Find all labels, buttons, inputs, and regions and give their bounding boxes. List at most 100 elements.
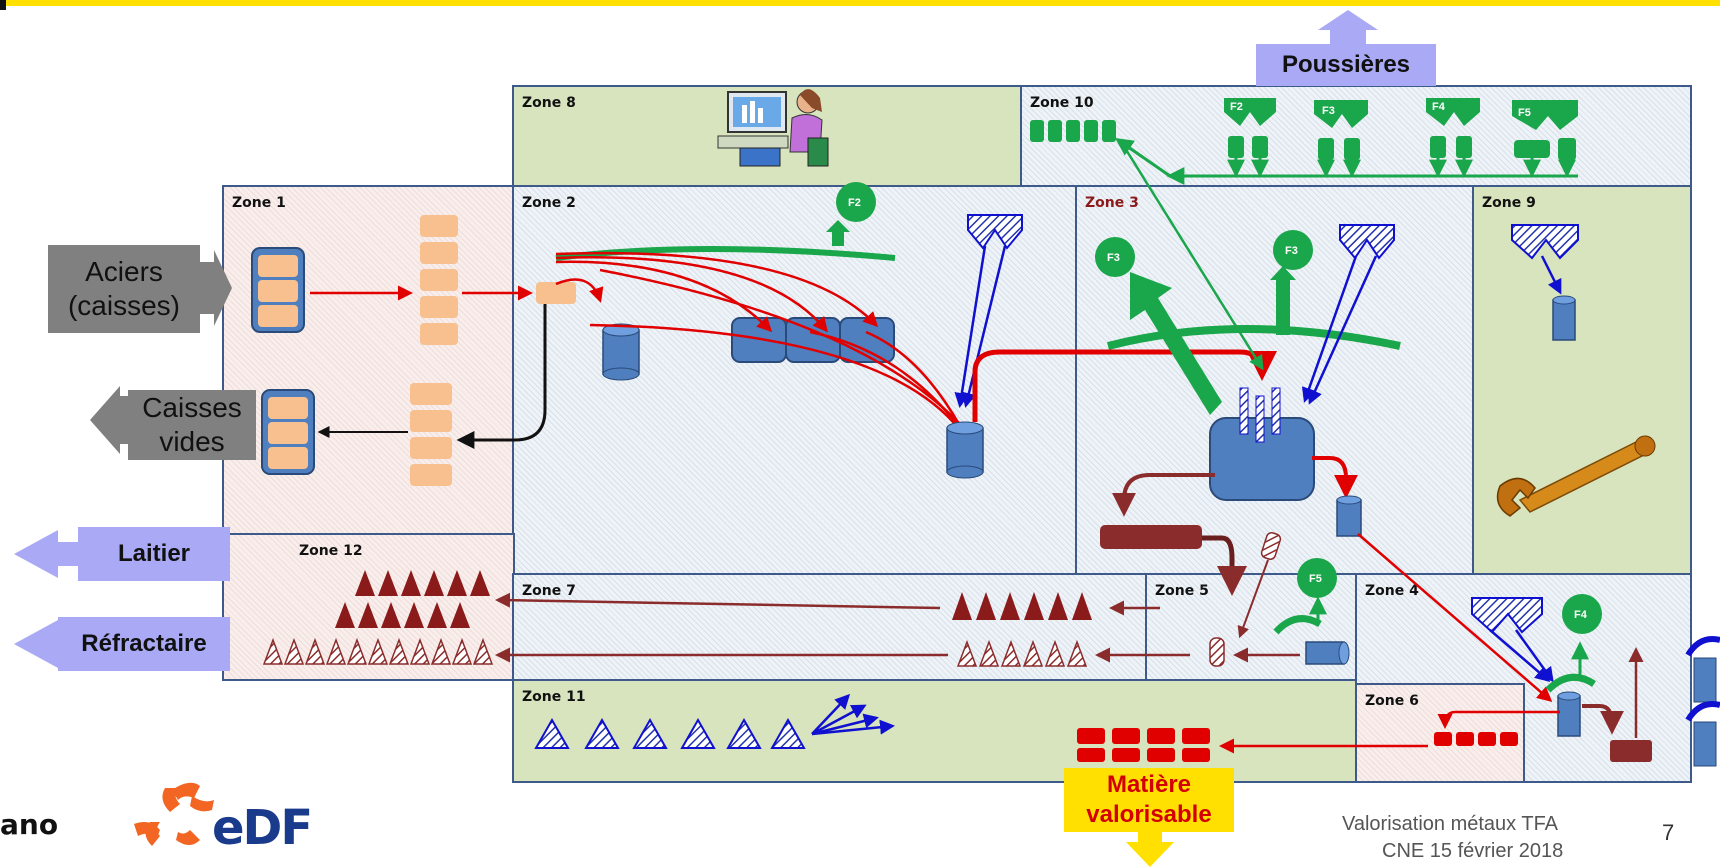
arrow-slag-out	[1112, 473, 1215, 517]
arrow-zone4-to-zone6	[1437, 710, 1560, 729]
aciers-line2: (caisses)	[67, 290, 180, 321]
arrow-caisses-out	[90, 386, 130, 454]
cylinder-zone4	[1557, 691, 1581, 737]
zone-7-label: Zone 7	[522, 583, 576, 599]
arrow-to-furnace	[972, 349, 1277, 422]
arrow-slag-to-zone12	[495, 592, 941, 610]
zone-4-label: Zone 4	[1365, 583, 1419, 599]
hopper-zone9	[1511, 224, 1579, 260]
filter-f4-zone4	[1562, 594, 1602, 634]
slag-pile-zone7	[952, 592, 1092, 620]
operator-workstation-icon	[717, 89, 829, 167]
filter-f4-zone10	[1426, 98, 1480, 158]
header-band-accent	[0, 0, 6, 10]
green-exhaust-zone3: F3 F3	[1095, 230, 1401, 415]
arrow-laitier-out	[14, 530, 80, 578]
hopper-zone4	[1471, 597, 1543, 634]
refractory-piece	[1260, 532, 1282, 560]
zone-10-drums	[1030, 120, 1116, 142]
ingots-zone11	[1077, 728, 1210, 762]
refractory-pile-zone7	[956, 639, 1088, 667]
right-edge-equipment	[1685, 636, 1720, 767]
empty-crate-stack	[261, 389, 315, 475]
hood-zone5	[1273, 615, 1322, 635]
svg-text:F4: F4	[1432, 101, 1446, 113]
zone-10-label: Zone 10	[1030, 95, 1094, 111]
arrow-matiere-out	[1126, 832, 1174, 867]
header-band	[0, 0, 1720, 6]
red-cut-flows	[555, 251, 962, 431]
svg-text:F5: F5	[1518, 107, 1531, 119]
aciers-label: Aciers (caisses)	[48, 245, 200, 333]
crate-queue-top	[420, 215, 458, 345]
laitier-label: Laitier	[78, 527, 230, 581]
hopper-zone2	[967, 214, 1023, 250]
svg-text:F2: F2	[1230, 101, 1243, 113]
svg-text:F3: F3	[1285, 245, 1298, 257]
zone-12-label: Zone 12	[299, 543, 363, 559]
caisses-line2: vides	[159, 426, 225, 457]
zone-3-label: Zone 3	[1085, 195, 1139, 211]
slag-pile-zone12	[335, 570, 490, 628]
tray-zone4	[1610, 740, 1652, 762]
zone-1: Zone 1	[222, 185, 515, 535]
blue-scatter-arrows	[811, 693, 895, 736]
arrow-aciers-in	[200, 250, 232, 326]
arrow-slag-to-zone5	[1202, 535, 1247, 596]
crate-queue-bottom	[410, 383, 452, 486]
refractory-pile-zone12	[262, 637, 494, 665]
arrow-ladle-to-zone4	[1357, 533, 1553, 702]
arrow-refractory-down	[1237, 559, 1269, 639]
reception-box	[536, 282, 576, 304]
blue-feed-zone4	[1489, 629, 1554, 683]
matiere-valorisable-label: Matière valorisable	[1064, 768, 1234, 832]
zone-2-label: Zone 2	[522, 195, 576, 211]
refractaire-text: Réfractaire	[81, 630, 207, 657]
filter-f3-zone10	[1314, 100, 1368, 160]
edf-logo-icon	[134, 782, 214, 846]
ingots-zone6	[1434, 732, 1518, 746]
hood-zone4	[1545, 673, 1596, 693]
poussieres-text: Poussières	[1281, 51, 1411, 78]
matiere-line2: valorisable	[1086, 801, 1212, 828]
laitier-text: Laitier	[117, 540, 191, 567]
footer-title: Valorisation métaux TFA	[1342, 813, 1559, 835]
slag-tray	[1100, 525, 1202, 549]
zone-5-label: Zone 5	[1155, 583, 1209, 599]
blue-feed-zone3	[1301, 255, 1378, 405]
filter-f4-zone4-label: F4	[1574, 609, 1588, 621]
filter-f2-zone10	[1224, 98, 1276, 158]
arrow-furnace-to-ladle	[1312, 456, 1358, 499]
filter-f5-zone5-label: F5	[1309, 573, 1322, 585]
cylinder-zone2-right	[946, 421, 984, 479]
zone-1-label: Zone 1	[232, 195, 286, 211]
cylinder-zone2-left	[602, 323, 640, 381]
cylinder-zone5	[1305, 641, 1350, 665]
arrow-zone10-to-furnace	[1118, 139, 1264, 371]
caisses-vides-label: Caisses vides	[128, 390, 256, 460]
arrow-poussieres-out	[1318, 10, 1378, 44]
svg-text:F3: F3	[1107, 252, 1120, 264]
poussieres-label: Poussières	[1256, 44, 1436, 86]
svg-text:F2: F2	[848, 197, 861, 209]
arrow-return-empty	[456, 300, 547, 449]
partner-logo-text: ano	[0, 808, 59, 841]
triangles-zone11	[534, 717, 806, 749]
svg-text:F3: F3	[1322, 105, 1335, 117]
refractaire-label: Réfractaire	[58, 617, 230, 671]
aciers-line1: Aciers	[85, 256, 163, 287]
zone-8-label: Zone 8	[522, 95, 576, 111]
cutting-tables	[731, 317, 895, 363]
hopper-zone3	[1339, 224, 1395, 260]
zone-9-label: Zone 9	[1482, 195, 1536, 211]
full-crate-stack	[251, 247, 305, 333]
footer-date: CNE 15 février 2018	[1382, 840, 1564, 862]
green-exhaust-zone2: F2	[555, 182, 896, 261]
filter-f5-zone5	[1297, 558, 1337, 598]
zone-10-collector-arrows	[1115, 137, 1578, 185]
refractory-piece-zone5	[1209, 637, 1225, 667]
zone-6-label: Zone 6	[1365, 693, 1419, 709]
edf-logo-text: eDF	[212, 800, 313, 856]
furnace	[1209, 387, 1315, 501]
